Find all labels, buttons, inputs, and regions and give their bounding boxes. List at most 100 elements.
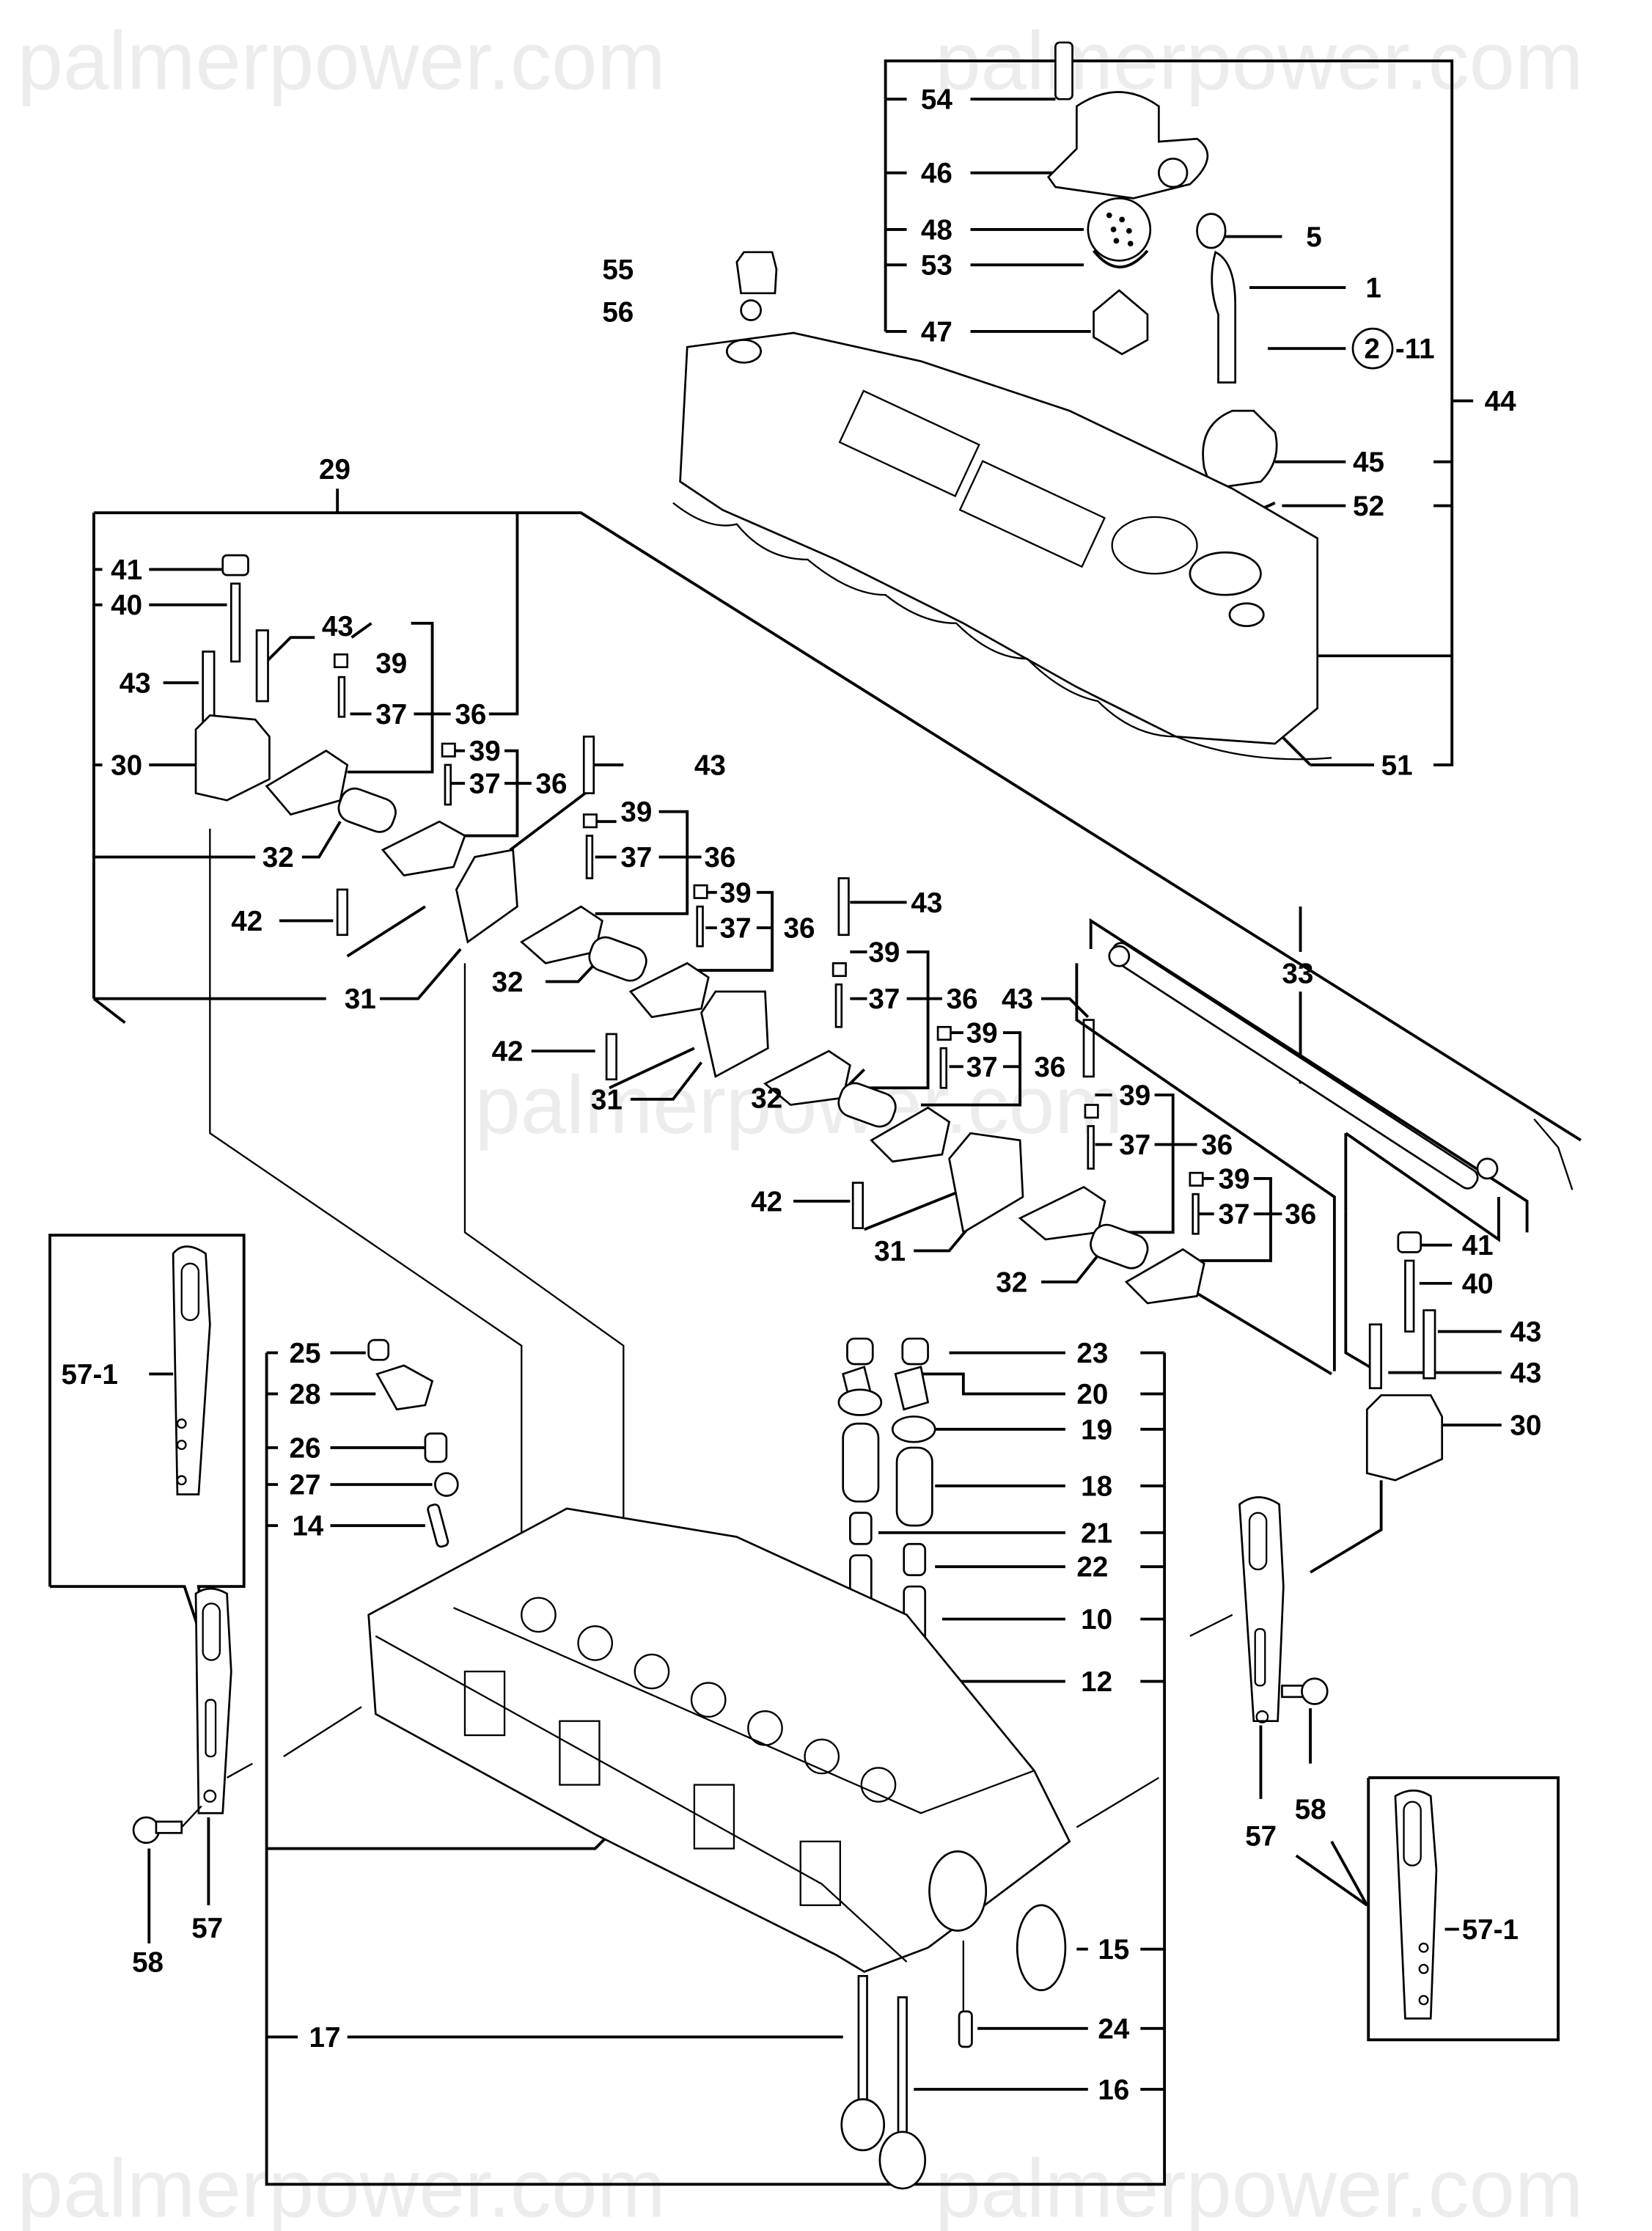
- callout-33: 33: [1282, 958, 1313, 989]
- callout-57: 57: [191, 1913, 223, 1944]
- rocker-arm-group: [92, 488, 1582, 1190]
- rocker-support-icon: [948, 1132, 1024, 1234]
- valve-cap-icon: [846, 1337, 874, 1366]
- rocker-support-icon: [1365, 1394, 1444, 1481]
- nut-icon: [693, 884, 708, 899]
- nut-icon: [221, 554, 249, 576]
- bolt-icon: [1082, 1019, 1095, 1078]
- callout-57-1: 57-1: [62, 1359, 118, 1391]
- callout-22: 22: [1076, 1552, 1108, 1583]
- stud-icon: [1404, 1259, 1415, 1333]
- callout-57: 57: [1245, 1821, 1277, 1853]
- lifting-eye-left-group: [48, 1234, 253, 1944]
- cover-plate-icon: [375, 1364, 434, 1411]
- spring-icon: [337, 787, 397, 833]
- oil-cap-icon: [1202, 409, 1278, 490]
- rocker-arm-icon: [381, 820, 466, 877]
- right-rocker-support-group: [1310, 1231, 1502, 1574]
- callout-43: 43: [1510, 1316, 1541, 1348]
- callout-39: 39: [1119, 1080, 1150, 1112]
- circle-reference-icon: [1351, 327, 1394, 370]
- dowel-pin-icon: [958, 2010, 973, 2048]
- callout-45: 45: [1353, 447, 1384, 478]
- callout-15: 15: [1098, 1934, 1129, 1966]
- rocker-arm-subgroup-4: [1018, 1093, 1333, 1376]
- callout-42: 42: [231, 906, 263, 937]
- callout-42: 42: [492, 1036, 524, 1068]
- callout-18: 18: [1081, 1471, 1112, 1503]
- rocker-arm-subgroup-2: [519, 810, 907, 1101]
- baffle-icon: [1093, 289, 1149, 356]
- callout-39: 39: [966, 1018, 998, 1049]
- callout-21: 21: [1081, 1517, 1112, 1549]
- rocker-arm-icon: [519, 905, 603, 964]
- o-ring-icon: [434, 1472, 459, 1497]
- callout-58: 58: [132, 1947, 164, 1979]
- callout-37: 37: [375, 699, 407, 730]
- breather-assembly-group: [735, 41, 1474, 766]
- callout-39: 39: [469, 736, 501, 767]
- spring-retainer-icon: [837, 1388, 883, 1416]
- callout-53: 53: [921, 250, 952, 282]
- bolt-icon: [202, 651, 216, 724]
- stud-icon: [427, 1503, 449, 1548]
- intake-valve-icon: [840, 1974, 886, 2152]
- callout-47: 47: [921, 316, 952, 348]
- nut-icon: [831, 962, 847, 978]
- callout-30: 30: [111, 750, 142, 781]
- callout-37: 37: [966, 1052, 998, 1083]
- exhaust-valve-icon: [878, 1996, 927, 2190]
- stud-icon: [230, 582, 241, 663]
- valve-stem-seal-icon: [848, 1512, 873, 1545]
- callout-39: 39: [720, 877, 752, 909]
- callout-24: 24: [1098, 2013, 1129, 2045]
- callout-44: 44: [1485, 386, 1516, 417]
- bolt-icon: [837, 877, 850, 937]
- bolt-icon: [336, 888, 349, 937]
- callout-36: 36: [1285, 1199, 1316, 1231]
- callout-10: 10: [1081, 1604, 1112, 1635]
- spring-icon: [1090, 1223, 1149, 1270]
- callout-25: 25: [289, 1338, 320, 1369]
- callout-16: 16: [1098, 2074, 1129, 2106]
- callout-41: 41: [111, 554, 142, 586]
- valve-cotter-icon: [894, 1366, 930, 1411]
- rocker-support-icon: [700, 990, 769, 1078]
- callout-43: 43: [120, 667, 151, 699]
- callout-31: 31: [345, 983, 376, 1015]
- valve-spring-icon: [895, 1446, 933, 1527]
- bolt-icon: [255, 629, 269, 703]
- callout-52: 52: [1353, 491, 1384, 522]
- nut-icon: [333, 653, 349, 669]
- nut-icon: [1189, 1171, 1204, 1187]
- callout-2: 2: [1364, 334, 1379, 365]
- rocker-arm-icon: [763, 1049, 851, 1106]
- callout-40: 40: [111, 590, 142, 621]
- callout-32: 32: [751, 1082, 782, 1114]
- nut-icon: [936, 1025, 952, 1041]
- callout-42: 42: [751, 1186, 782, 1217]
- callout-37: 37: [469, 769, 501, 800]
- callout-36: 36: [536, 769, 568, 800]
- callout-23: 23: [1076, 1338, 1108, 1369]
- callout-5: 5: [1306, 221, 1321, 253]
- plug-icon: [735, 251, 778, 295]
- seal-icon: [1016, 1904, 1067, 1992]
- callout-17: 17: [309, 2022, 341, 2054]
- bolt-icon: [605, 1033, 618, 1081]
- callout-36: 36: [1201, 1129, 1233, 1161]
- bolt-icon: [1054, 41, 1073, 100]
- callout-41: 41: [1462, 1230, 1494, 1261]
- callout-37: 37: [620, 842, 652, 873]
- flange-bolt-icon: [132, 1816, 183, 1844]
- callout-43: 43: [694, 750, 726, 781]
- callout-20: 20: [1076, 1379, 1108, 1410]
- valve-stem-seal-icon: [903, 1542, 927, 1577]
- bolt-icon: [1368, 1323, 1382, 1390]
- callout-27: 27: [289, 1470, 320, 1501]
- callout-28: 28: [289, 1379, 320, 1410]
- callout-26: 26: [289, 1432, 320, 1464]
- callout-40: 40: [1462, 1268, 1494, 1300]
- callout-54: 54: [921, 84, 952, 116]
- rocker-arm-icon: [265, 750, 349, 816]
